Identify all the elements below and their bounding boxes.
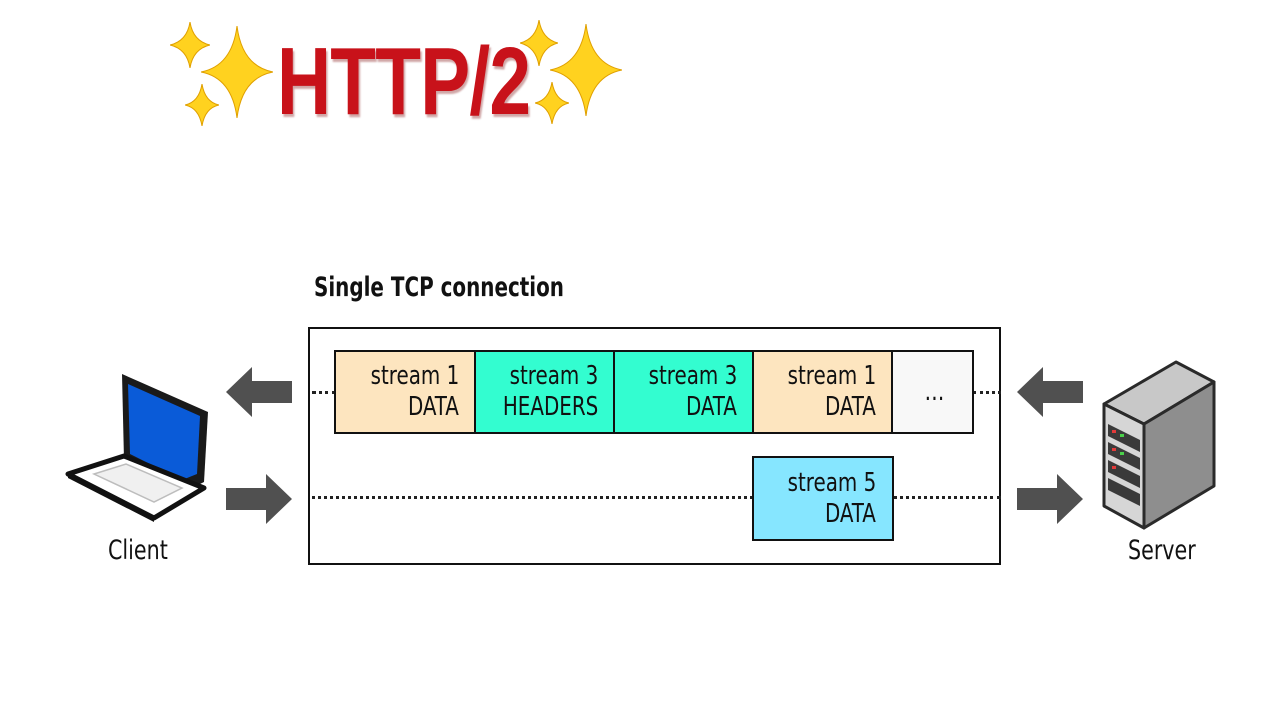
frame-stream-label: stream 3 [509, 361, 598, 391]
sparkle-icon [201, 26, 273, 118]
frame-stream5-data: stream 5 DATA [752, 456, 894, 541]
frame-ellipsis-label: … [924, 376, 945, 407]
title-banner: HTTP/2 [165, 14, 635, 139]
frame-stream-label: stream 3 [648, 361, 737, 391]
sparkle-icon [535, 82, 569, 124]
frame-stream-label: stream 1 [370, 361, 459, 391]
tcp-connection-box [308, 327, 1001, 565]
frame-stream1-data: stream 1 DATA [334, 350, 477, 434]
frame-type-label: DATA [686, 392, 737, 422]
frame-ellipsis: … [891, 350, 974, 434]
row1-right-dotline [973, 391, 1001, 394]
frame-stream-label: stream 1 [787, 361, 876, 391]
laptop-icon [65, 374, 208, 522]
client-label: Client [108, 535, 168, 566]
frame-stream-label: stream 5 [787, 467, 876, 498]
page-title: HTTP/2 [277, 28, 531, 135]
arrow-left-icon [1017, 367, 1083, 417]
arrow-right-icon [226, 474, 292, 524]
frame-type-label: DATA [825, 392, 876, 422]
arrow-right-icon [1017, 474, 1083, 524]
sparkle-icon [550, 24, 622, 116]
frame-type-label: DATA [825, 498, 876, 529]
sparkle-icon [185, 84, 219, 126]
frame-type-label: DATA [408, 392, 459, 422]
connection-label: Single TCP connection [314, 272, 564, 303]
row1-left-dotline [312, 391, 336, 394]
sparkle-icon [170, 22, 210, 68]
server-icon [1102, 360, 1216, 530]
row2-right-dotline [893, 496, 1001, 499]
row2-left-dotline [312, 496, 753, 499]
frame-stream3-headers: stream 3 HEADERS [474, 350, 616, 434]
frame-type-label: HEADERS [502, 392, 598, 422]
arrow-left-icon [226, 367, 292, 417]
sparkle-icon [520, 20, 558, 66]
frame-stream1-data-2: stream 1 DATA [752, 350, 894, 434]
frame-stream3-data: stream 3 DATA [613, 350, 755, 434]
server-label: Server [1128, 535, 1196, 566]
